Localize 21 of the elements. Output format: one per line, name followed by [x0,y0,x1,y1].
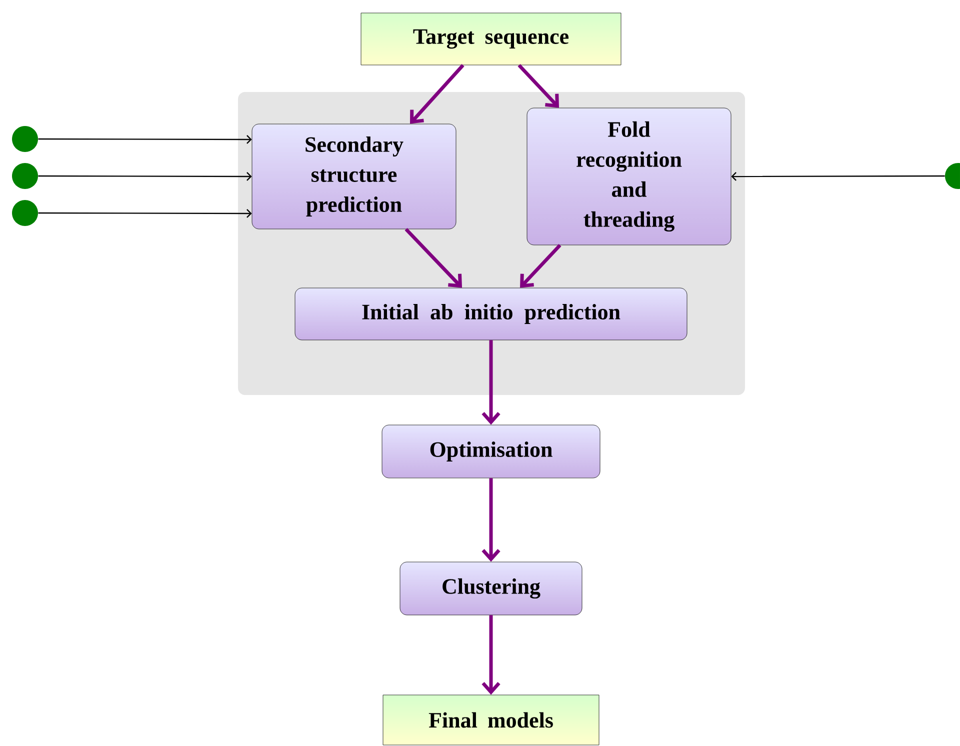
process-box: Fold recognition and threading [526,108,732,246]
arrow [38,135,252,144]
arrow [731,172,945,181]
input-dot [12,162,38,189]
arrow [38,172,252,181]
arrow [520,244,562,288]
arrow [482,478,500,562]
input-dot [12,200,38,226]
arrow [482,340,500,425]
process-box: Secondary structure prediction [252,124,456,230]
process-box: Initial ab initio prediction [294,288,688,340]
arrow [482,615,500,695]
terminal-box: Target sequence [360,12,622,66]
arrow [518,64,559,108]
arrow [404,228,462,288]
process-box: Clustering [400,562,582,616]
arrow [38,209,252,218]
arrow [410,64,464,124]
process-box: Optimisation [382,424,600,478]
input-dot [12,126,38,152]
terminal-box: Final models [382,694,600,746]
